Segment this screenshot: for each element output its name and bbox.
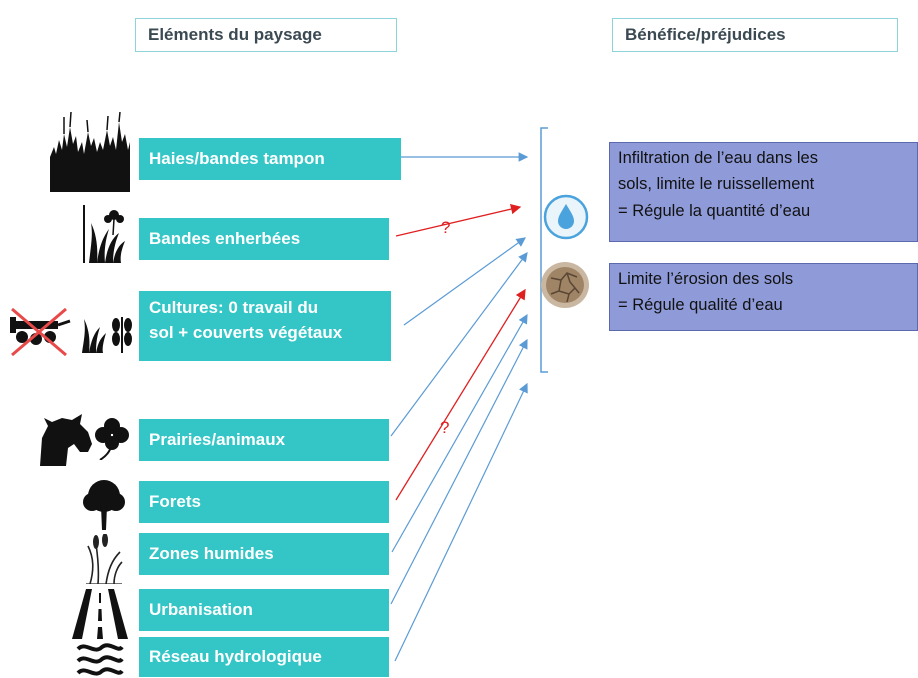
element-forests: Forets [139, 481, 389, 523]
benefit-infiltration: Infiltration de l’eau dans les sols, lim… [609, 142, 918, 242]
cow-icon [40, 414, 92, 466]
arrow-hydro [394, 382, 528, 662]
arrow-urbanisation [390, 338, 528, 605]
element-crops: Cultures: 0 travail du sol + couverts vé… [139, 291, 391, 361]
water-drop-icon [543, 194, 589, 240]
road-icon [72, 589, 128, 639]
arrow-forests [395, 288, 526, 501]
arrow-wetlands [391, 313, 528, 553]
tree-icon [83, 480, 125, 530]
element-hydro-network: Réseau hydrologique [139, 637, 389, 677]
benefit-bracket [540, 127, 548, 373]
element-wetlands: Zones humides [139, 533, 389, 575]
element-hedges: Haies/bandes tampon [139, 138, 401, 180]
clover-icon [95, 418, 129, 460]
arrow-grass-strips [395, 204, 522, 237]
benefit-erosion: Limite l’érosion des sols = Régule quali… [609, 263, 918, 331]
hedge-icon [50, 112, 130, 192]
crop-sprout-icon [82, 317, 132, 353]
cracked-soil-icon [541, 262, 589, 308]
arrow-crops [403, 237, 526, 326]
benefit-erosion-line1: Limite l’érosion des sols [618, 270, 794, 288]
reed-icon [86, 534, 123, 584]
grass-flower-icon [83, 205, 125, 263]
benefit-infiltration-line3: = Régule la quantité d’eau [618, 201, 811, 220]
benefit-erosion-line2: = Régule qualité d’eau [618, 296, 783, 315]
uncertain-mark-grass: ? [441, 218, 450, 237]
benefit-infiltration-line1: Infiltration de l’eau dans les [618, 149, 818, 167]
benefits-header: Bénéfice/préjudices [612, 18, 898, 52]
landscape-elements-header: Eléments du paysage [135, 18, 397, 52]
element-crops-line1: Cultures: 0 travail du [149, 298, 319, 317]
crossed-plough-icon [10, 307, 71, 357]
uncertain-mark-forest: ? [440, 418, 449, 437]
arrow-meadows [390, 252, 528, 437]
water-waves-icon [76, 643, 124, 676]
benefit-infiltration-line2: sols, limite le ruissellement [618, 175, 815, 194]
element-meadows: Prairies/animaux [139, 419, 389, 461]
element-urbanisation: Urbanisation [139, 589, 389, 631]
element-grass-strips: Bandes enherbées [139, 218, 389, 260]
element-crops-line2: sol + couverts végétaux [149, 322, 343, 342]
